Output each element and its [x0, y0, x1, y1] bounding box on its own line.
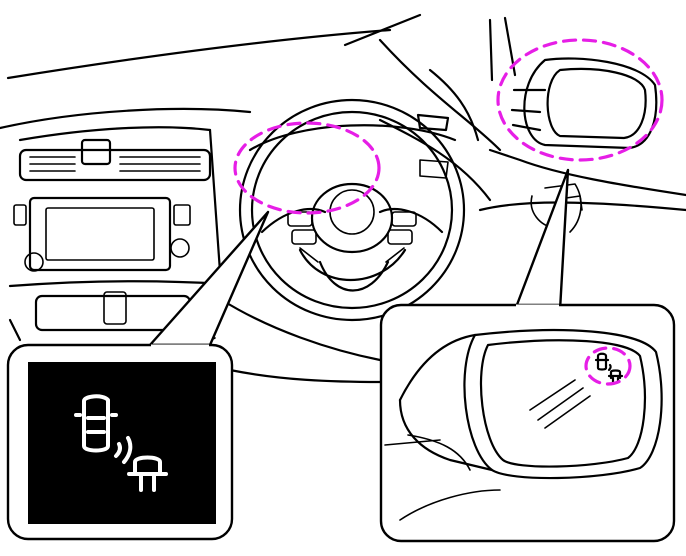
- meter-callout: [6, 210, 270, 541]
- mirror-callout: [379, 168, 676, 543]
- blind-spot-warning-icon: [74, 394, 168, 492]
- side-mirror: [510, 57, 658, 150]
- steering-wheel: [238, 98, 466, 322]
- meter-display-panel: [28, 362, 216, 524]
- highlight-circles: [233, 38, 664, 215]
- mirror-icon-highlight-circle: [584, 346, 632, 386]
- mirror-closeup: [384, 329, 663, 521]
- meter-highlight-circle: [233, 121, 381, 215]
- mirror-blind-spot-icon: [594, 352, 624, 384]
- mirror-highlight-circle: [496, 38, 664, 162]
- meter-hood: [248, 113, 457, 179]
